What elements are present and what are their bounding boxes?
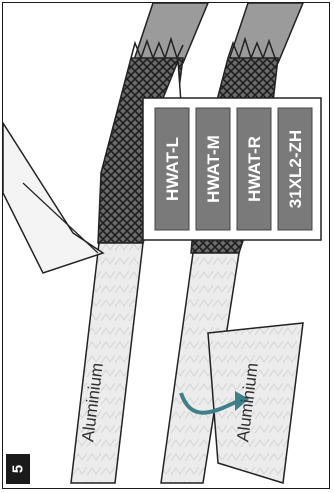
tag-label: HWAT-M xyxy=(204,135,223,203)
cable-jacket-left xyxy=(131,3,209,64)
cable-jacket-right xyxy=(226,3,304,64)
instruction-panel: HWAT-L HWAT-M HWAT-R 31XL2-ZH Aluminium … xyxy=(2,2,330,489)
tag-label: HWAT-R xyxy=(245,136,264,202)
cable-assembly-illustration: HWAT-L HWAT-M HWAT-R 31XL2-ZH Aluminium … xyxy=(3,3,322,484)
step-number: 5 xyxy=(9,464,27,474)
scissors-blade-icon xyxy=(3,121,105,274)
tag-4: 31XL2-ZH xyxy=(277,107,313,231)
foil-peel-right xyxy=(207,322,304,484)
conductor-right xyxy=(160,252,240,484)
tag-label: HWAT-L xyxy=(163,137,182,201)
step-number-badge: 5 xyxy=(6,454,30,484)
tag-1: HWAT-L xyxy=(154,107,190,231)
tag-3: HWAT-R xyxy=(236,107,272,231)
fold-arrow-icon xyxy=(179,392,239,415)
braid-frayed-end-left xyxy=(130,36,184,61)
foil-wrap-left xyxy=(70,242,144,484)
tag-2: HWAT-M xyxy=(195,107,231,231)
tag-label: 31XL2-ZH xyxy=(286,130,305,208)
braid-frayed-end-right xyxy=(227,36,276,61)
